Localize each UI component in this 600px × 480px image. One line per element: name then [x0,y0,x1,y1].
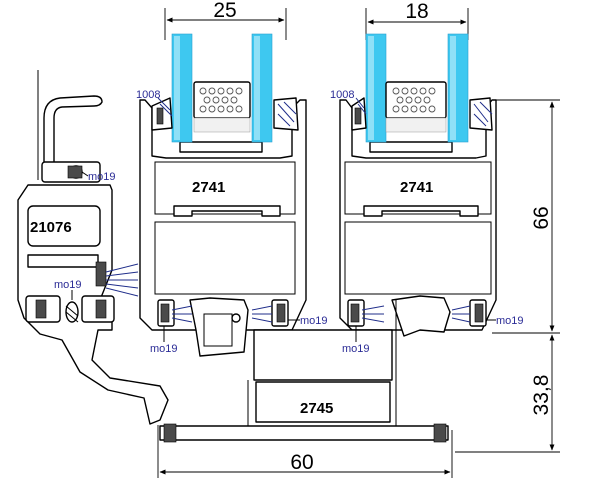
dimension-label-25: 25 [213,0,236,22]
dimension-label-18: 18 [405,0,428,23]
glazing-gasket-left-inner [273,97,299,131]
dimension-label-60: 60 [290,451,313,474]
seal-label-mo19-right-right: mo19 [496,315,524,327]
brush-seal-right-sash [361,305,471,323]
glazing-gasket-right-outer [351,97,367,131]
dimension-frame-height: 33,8 [455,334,560,453]
seal-label-mo19-left-below: mo19 [150,343,178,355]
seal-label-1008-right: 1008 [330,89,354,101]
left-sash-profile [139,99,307,357]
glazing-gasket-left-outer [151,97,173,131]
brush-seal-left-sash [171,305,273,323]
right-sash-profile [339,99,497,337]
profile-code-2741-right: 2741 [400,179,433,196]
seal-label-mo19-right-below: mo19 [342,343,370,355]
dimension-label-66: 66 [530,206,553,229]
seal-label-mo19-outer-left: mo19 [54,279,82,291]
frame-profile [159,300,449,443]
dimension-glass-left: 25 [164,0,287,40]
outer-interlock-profile [17,70,169,425]
dimension-total-width: 60 [157,425,453,478]
leader-lines-mo19 [71,171,496,342]
profile-code-2745: 2745 [300,400,333,417]
dimension-sash-height: 66 [492,99,560,334]
seal-label-mo19-left-right: mo19 [300,315,328,327]
left-glass-unit [171,33,273,143]
dimension-label-33-8: 33,8 [530,375,553,416]
seal-label-1008-left: 1008 [136,89,160,101]
glazing-gasket-right-inner [469,97,493,131]
profile-code-21076: 21076 [30,219,72,236]
brush-seal-outer [105,263,139,297]
right-glass-unit [365,33,469,143]
seal-label-mo19-top: mo19 [88,171,116,183]
profile-code-2741-left: 2741 [192,179,225,196]
